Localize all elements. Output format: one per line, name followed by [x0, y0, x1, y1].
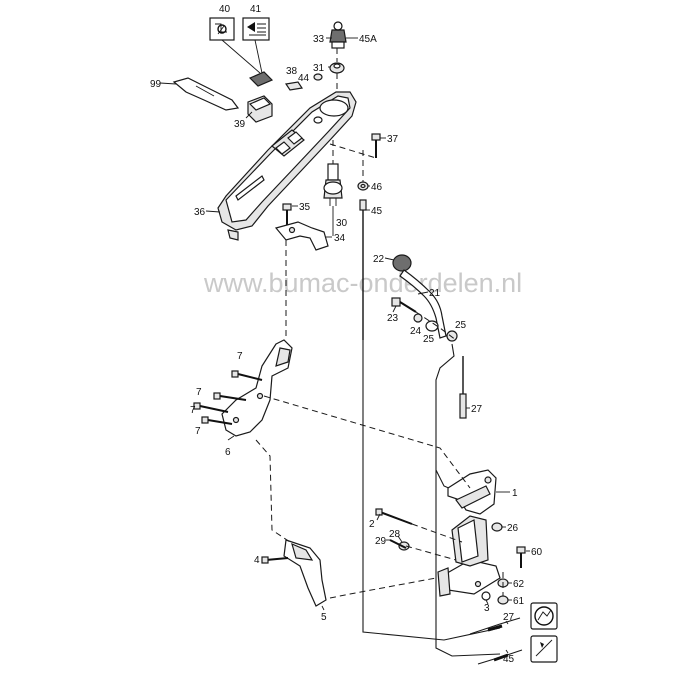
callout-27-upper: 27 — [471, 404, 483, 415]
part-27-cable-end — [469, 617, 521, 635]
callout-28: 28 — [389, 529, 401, 540]
lower-linkage-assembly — [437, 515, 501, 597]
part-4-screw — [261, 556, 289, 564]
callout-45A: 45A — [359, 34, 377, 45]
callout-61: 61 — [513, 596, 525, 607]
callout-62: 62 — [513, 579, 525, 590]
part-61-nut — [497, 595, 509, 605]
part-39-rocker-switch — [247, 71, 274, 123]
callout-24: 24 — [410, 326, 422, 337]
throttle-symbol-icon — [242, 17, 270, 41]
callout-39: 39 — [234, 119, 246, 130]
callout-45: 45 — [371, 206, 383, 217]
callout-2: 2 — [369, 519, 375, 530]
callout-45-lower: 45 — [503, 654, 515, 665]
callout-4: 4 — [254, 555, 260, 566]
part-21-lever — [399, 269, 447, 339]
part-6-bracket — [221, 339, 293, 437]
part-33-ignition-key — [329, 21, 347, 49]
callout-44: 44 — [298, 73, 310, 84]
part-3-screw — [481, 591, 491, 601]
part-46-washer — [357, 181, 369, 191]
part-1-main-bracket — [447, 469, 497, 515]
callout-29: 29 — [375, 536, 387, 547]
part-30-ignition-switch — [323, 163, 343, 206]
callout-33: 33 — [313, 34, 325, 45]
part-35-screw — [282, 203, 292, 226]
callout-30: 30 — [336, 218, 348, 229]
callout-26: 26 — [507, 523, 519, 534]
callout-99: 99 — [150, 79, 162, 90]
callout-6: 6 — [225, 447, 231, 458]
part-25-pivot — [425, 320, 458, 342]
part-2-bolt — [375, 508, 413, 525]
part-26-nut — [491, 522, 503, 532]
part-60-bolt — [516, 546, 526, 568]
callout-5: 5 — [321, 612, 327, 623]
callout-38: 38 — [286, 66, 298, 77]
callout-1: 1 — [512, 488, 518, 499]
part-38-cap — [284, 81, 304, 91]
part-22-knob — [392, 254, 412, 272]
callout-21: 21 — [429, 288, 441, 299]
part-45-rod — [359, 199, 367, 340]
callout-27-lower: 27 — [503, 612, 515, 623]
part-44-bolt — [313, 73, 323, 81]
callout-7-upper-mid: 7 — [196, 387, 202, 398]
callout-7-lower-mid: 7 — [190, 405, 196, 416]
part-5-bracket — [283, 539, 327, 607]
callout-35: 35 — [299, 202, 311, 213]
part-31-nut — [329, 62, 345, 74]
part-36-console-housing — [217, 91, 357, 241]
callout-37: 37 — [387, 134, 399, 145]
callout-46: 46 — [371, 182, 383, 193]
engage-symbol-icon — [530, 602, 558, 630]
part-29-screw — [389, 539, 407, 549]
part-45-cable-end — [477, 649, 523, 665]
callout-41: 41 — [250, 4, 262, 15]
part-23-bolt — [391, 297, 417, 313]
callout-3: 3 — [484, 603, 490, 614]
part-27-cable — [435, 343, 467, 493]
part-37-screw — [371, 133, 381, 158]
callout-36: 36 — [194, 207, 206, 218]
callout-31: 31 — [313, 63, 325, 74]
part-34-bracket — [274, 221, 329, 251]
part-99-clip — [172, 77, 240, 111]
callout-23: 23 — [387, 313, 399, 324]
callout-7-bottom: 7 — [195, 426, 201, 437]
callout-25-right: 25 — [455, 320, 467, 331]
choke-symbol-icon — [209, 17, 235, 41]
callout-25-left: 25 — [423, 334, 435, 345]
callout-34: 34 — [334, 233, 346, 244]
callout-40: 40 — [219, 4, 231, 15]
part-7-screws — [193, 370, 263, 425]
disengage-symbol-icon — [530, 635, 558, 663]
callout-60: 60 — [531, 547, 543, 558]
part-24-washer — [413, 313, 423, 323]
callout-7-top: 7 — [237, 351, 243, 362]
callout-22: 22 — [373, 254, 385, 265]
